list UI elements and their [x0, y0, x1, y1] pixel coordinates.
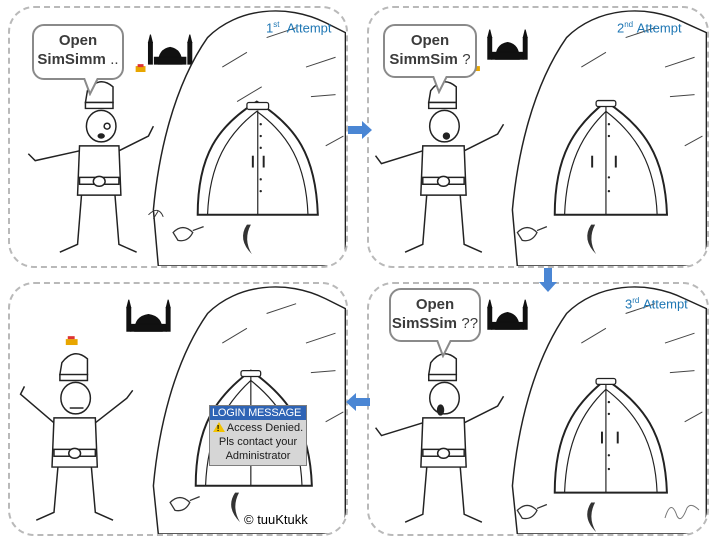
mosque-icon [487, 299, 528, 330]
man-character [375, 353, 505, 523]
cave-scene-illustration [27, 10, 346, 266]
right-arrow-icon [348, 121, 372, 139]
bubble-tail [436, 340, 452, 358]
bubble-line-2: SimmSim [389, 51, 458, 68]
bubble-suffix: ?? [461, 315, 479, 332]
bubble-line-2: SimSimm [37, 51, 106, 68]
bubble-tail [432, 76, 448, 94]
login-message-body: Access Denied. Pls contact your Administ… [210, 420, 306, 465]
attempt-number: 1 [266, 20, 274, 36]
taxi-icon [65, 336, 78, 346]
attempt-word: Attempt [642, 296, 688, 312]
down-arrow-icon [539, 268, 557, 292]
attempt-number: 3 [625, 296, 633, 312]
login-message-line-1: Access Denied. [226, 422, 304, 434]
man-character [19, 353, 134, 521]
mosque-icon [147, 34, 193, 65]
attempt-number: 2 [617, 20, 625, 36]
attempt-label-3: 3rd Attempt [625, 296, 688, 311]
mosque-icon [487, 29, 528, 60]
bubble-tail [83, 78, 99, 96]
man-character [374, 81, 505, 253]
copyright-notice: © tuuKtukk [244, 512, 308, 527]
signature-mark [664, 504, 700, 520]
comic-panel-3: 3rd Attempt Open SimSSim ?? [367, 282, 709, 536]
comic-panel-4: LOGIN MESSAGE Access Denied. Pls contact… [8, 282, 348, 536]
bubble-line-1: Open [58, 32, 98, 49]
login-message-dialog: LOGIN MESSAGE Access Denied. Pls contact… [209, 405, 307, 466]
left-arrow-icon [346, 393, 370, 411]
cave-scene-illustration [375, 286, 707, 534]
bubble-line-2: SimSSim [391, 315, 457, 332]
taxi-icon [135, 64, 146, 73]
comic-panel-2: 2nd Attempt Open SimmSim ? [367, 6, 709, 268]
man-character [27, 81, 155, 253]
bubble-line-1: Open [410, 32, 450, 49]
bubble-suffix: ? [462, 51, 471, 68]
attempt-word: Attempt [286, 20, 332, 36]
attempt-word: Attempt [636, 20, 682, 36]
attempt-ordinal-suffix: nd [624, 20, 634, 29]
warning-icon [212, 422, 225, 436]
login-message-line-3: Administrator [225, 450, 291, 462]
bubble-line-1: Open [415, 296, 455, 313]
attempt-label-1: 1st Attempt [266, 20, 332, 35]
attempt-ordinal-suffix: rd [632, 296, 640, 305]
bubble-suffix: .. [110, 51, 119, 68]
login-message-title: LOGIN MESSAGE [210, 406, 306, 420]
comic-panel-1: 1st Attempt Open SimSimm .. [8, 6, 348, 268]
cave-scene-illustration [374, 10, 707, 266]
login-message-line-2: Pls contact your [218, 436, 298, 448]
attempt-ordinal-suffix: st [273, 20, 280, 29]
attempt-label-2: 2nd Attempt [617, 20, 682, 35]
mosque-icon [126, 299, 171, 332]
